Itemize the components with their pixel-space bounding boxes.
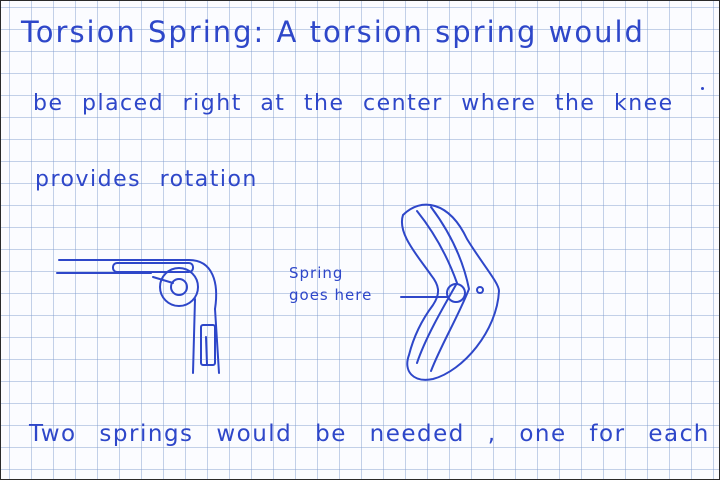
hinge-side-view-sketch (56, 259, 220, 374)
knee-brace-front-view-sketch (400, 203, 500, 381)
description-line-3: provides rotation (35, 167, 258, 192)
spring-label-line2: goes here (289, 286, 373, 304)
heading-line: Torsion Spring: A torsion spring would (21, 15, 645, 49)
footer-line: Two springs would be needed , one for ea… (29, 421, 720, 447)
stray-ink-dot (701, 87, 704, 90)
description-line-2: be placed right at the center where the … (33, 91, 674, 116)
spring-label-line1: Spring (289, 264, 344, 282)
